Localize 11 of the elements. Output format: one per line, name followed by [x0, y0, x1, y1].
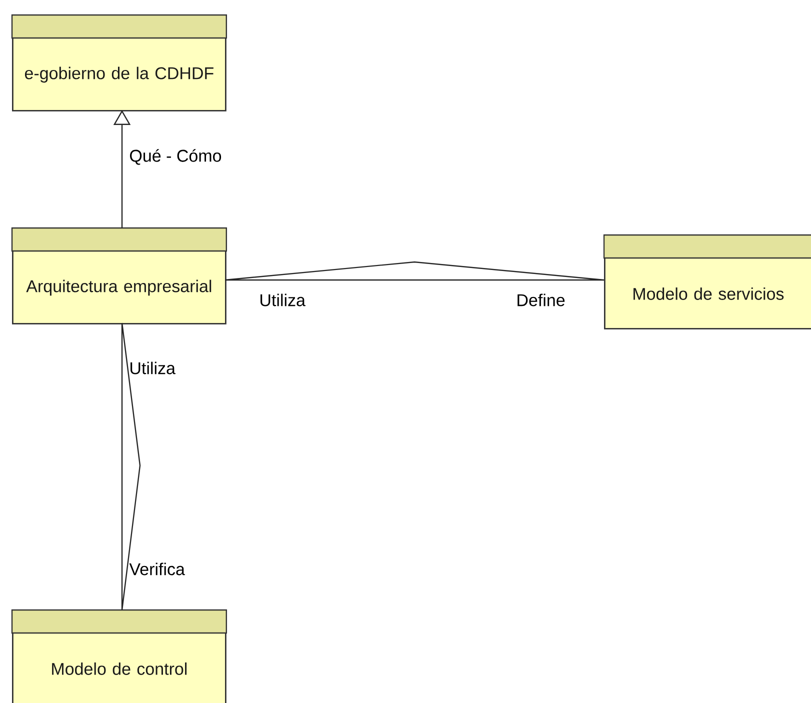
class-box: Modelo de servicios: [603, 234, 811, 330]
role-label: Utiliza: [260, 294, 306, 306]
role-label: Define: [518, 294, 565, 306]
association-line: [121, 322, 141, 611]
class-box: Arquitectura empresarial: [11, 227, 227, 324]
edge-label: Qué - Cómo: [130, 149, 222, 165]
class-box: e-gobierno de la CDHDF: [11, 14, 227, 112]
role-label: Utiliza: [130, 362, 176, 374]
class-box: Modelo de control: [11, 609, 227, 703]
association-line: [224, 261, 605, 281]
role-label: Verifica: [129, 562, 185, 576]
